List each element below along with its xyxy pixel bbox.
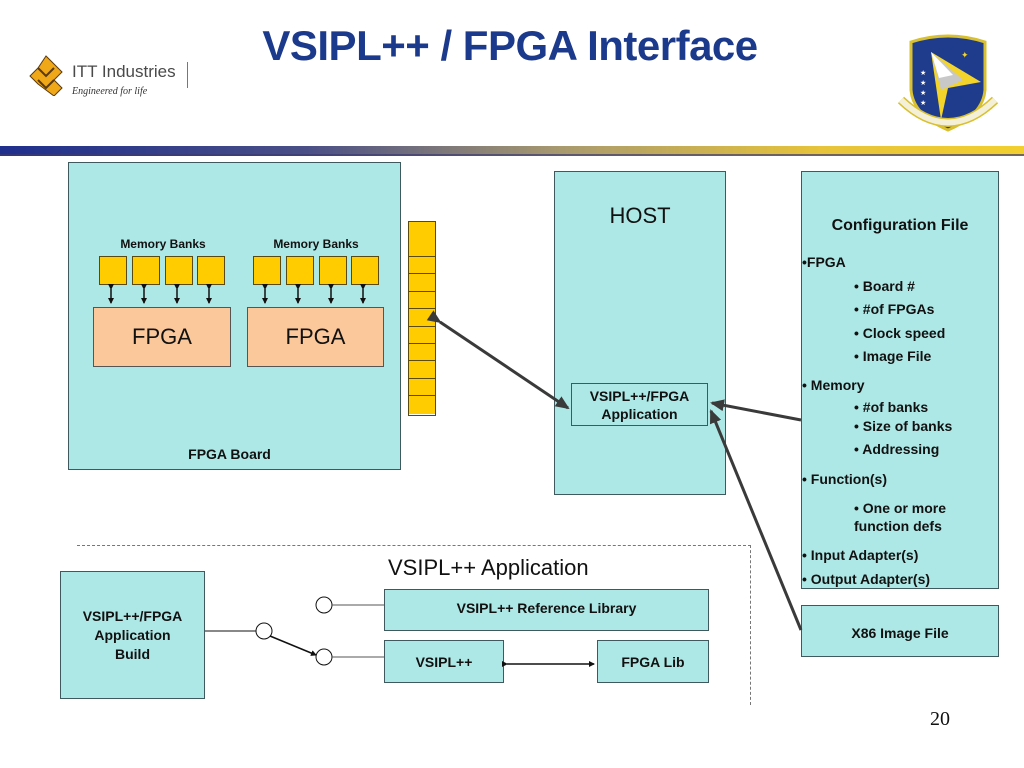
config-item: • Input Adapter(s) (802, 547, 919, 563)
config-item: • Image File (854, 348, 932, 364)
application-build-line3: Build (115, 645, 150, 662)
config-item: • Memory (802, 377, 865, 393)
fpga-lib-box: FPGA Lib (597, 640, 709, 683)
application-build-line1: VSIPL++/FPGA (82, 607, 183, 624)
config-item: • #of banks (854, 399, 929, 415)
config-item: • Size of banks (854, 418, 953, 434)
fpga-board-label: FPGA Board (188, 446, 271, 462)
memory-bank (286, 256, 314, 285)
application-build-line2: Application (94, 626, 171, 643)
svg-text:★: ★ (920, 69, 926, 77)
memory-banks-label-1: Memory Banks (120, 237, 206, 251)
host-label: HOST (609, 203, 671, 228)
x86-host-arrow (709, 409, 803, 631)
page-number: 20 (930, 708, 950, 730)
reference-library-box: VSIPL++ Reference Library (384, 589, 709, 631)
svg-text:✦: ✦ (961, 50, 969, 60)
buffer-cell (409, 291, 435, 310)
memory-bank (132, 256, 160, 285)
host-application-line2: Application (601, 405, 678, 422)
application-build-box: VSIPL++/FPGA Application Build (60, 571, 205, 699)
switch-terminal-reference (315, 596, 333, 614)
svg-text:★: ★ (920, 79, 926, 87)
memory-bank (99, 256, 127, 285)
itt-name: ITT Industries (72, 62, 176, 81)
config-file-box (801, 171, 999, 589)
switch-pivot (255, 622, 273, 640)
build-section-title: VSIPL++ Application (388, 555, 589, 580)
buffer-cell (409, 274, 435, 292)
afrl-logo: ★ ★ ★ ★ ✦ (893, 30, 1003, 135)
config-item: • Function(s) (802, 471, 887, 487)
logo-divider (187, 62, 188, 88)
buffer-cell (409, 222, 435, 257)
svg-text:★: ★ (920, 99, 926, 107)
buffer-cell (409, 257, 435, 275)
buffer-host-arrow (426, 310, 570, 410)
itt-logo (28, 52, 193, 102)
build-section-border (77, 545, 751, 705)
header-band-shadow (0, 154, 1024, 156)
config-item: • #of FPGAs (854, 301, 935, 317)
fpga-chip-2: FPGA (247, 307, 384, 367)
host-application-box: VSIPL++/FPGA Application (571, 383, 708, 426)
svg-text:★: ★ (920, 89, 926, 97)
config-item: • Board # (854, 278, 915, 294)
config-item: • Output Adapter(s) (802, 571, 931, 587)
fpga-chip-1: FPGA (93, 307, 231, 367)
memory-bank (165, 256, 193, 285)
config-item: • One or more (854, 500, 947, 516)
config-item: • Clock speed (854, 325, 946, 341)
memory-banks-label-2: Memory Banks (273, 237, 359, 251)
config-item: function defs (854, 518, 942, 534)
switch-lever (269, 635, 317, 656)
config-file-title: Configuration File (831, 217, 969, 234)
itt-tagline: Engineered for life (72, 86, 148, 97)
header-band (0, 146, 1024, 156)
config-item: • Addressing (854, 441, 940, 457)
config-host-arrow (710, 399, 802, 422)
itt-diamond-logo-icon (29, 55, 63, 96)
memory-fpga-links (108, 284, 366, 304)
slide-title: VSIPL++ / FPGA Interface (262, 22, 758, 69)
host-application-line1: VSIPL++/FPGA (589, 387, 690, 404)
memory-bank (197, 256, 225, 285)
switch-terminal-vsipl (315, 648, 333, 666)
vsipl-box: VSIPL++ (384, 640, 504, 683)
x86-image-file-box: X86 Image File (801, 605, 999, 657)
config-item: •FPGA (802, 254, 846, 270)
memory-bank (253, 256, 281, 285)
afrl-shield-logo-icon: ★ ★ ★ ★ ✦ (897, 34, 999, 132)
